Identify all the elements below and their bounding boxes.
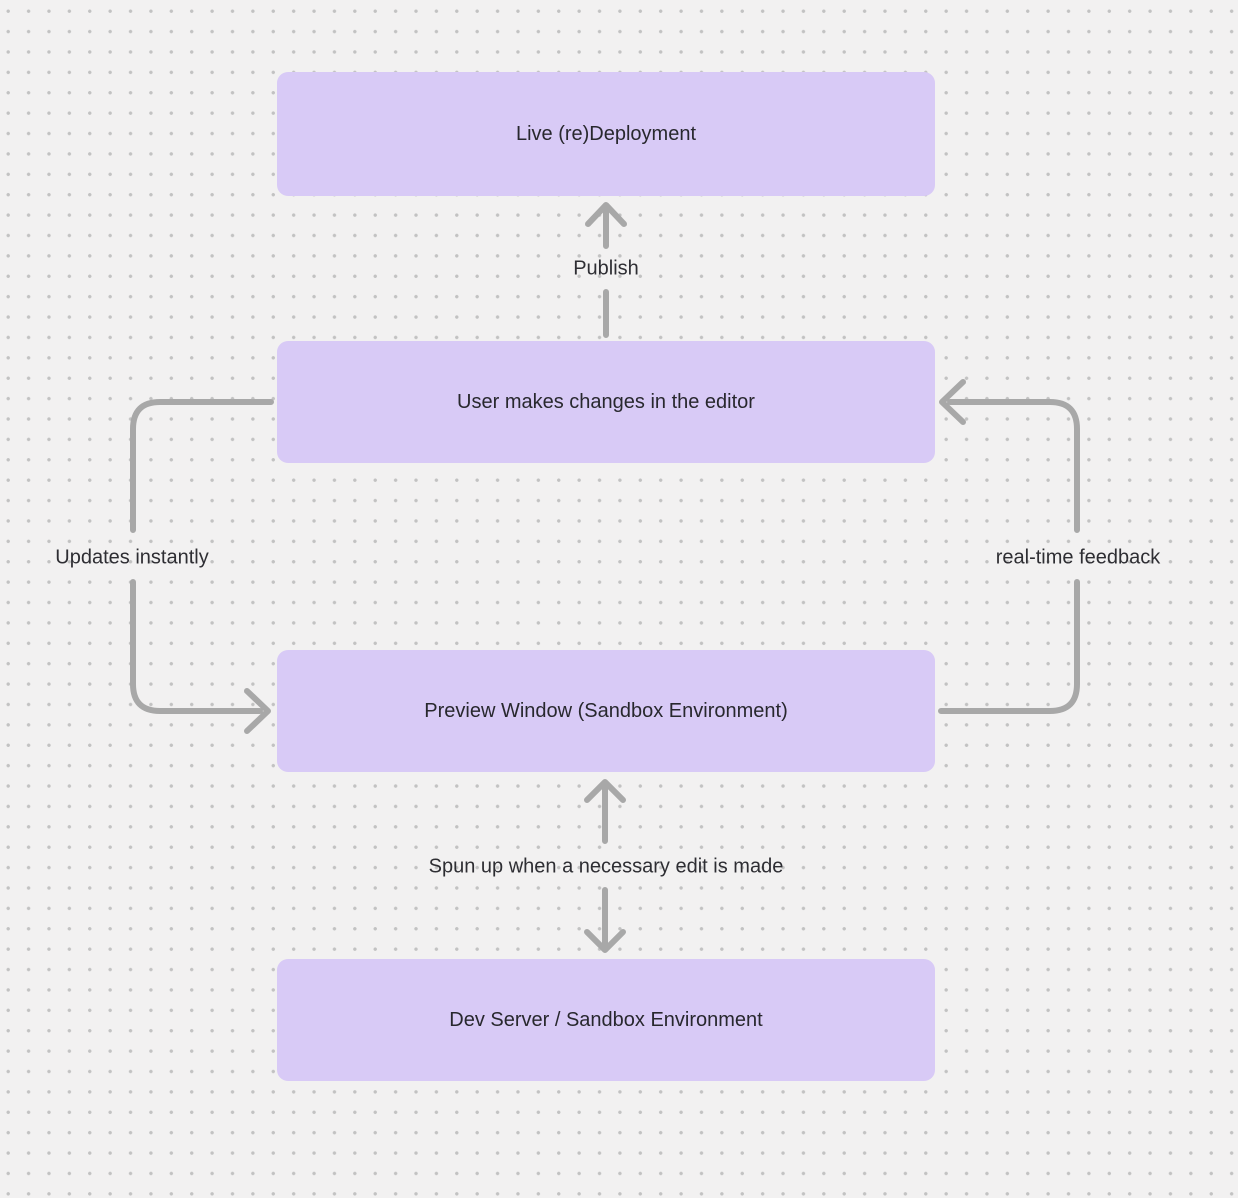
arrow-updates-instantly[interactable]	[130, 399, 274, 734]
node-label: Preview Window (Sandbox Environment)	[424, 699, 788, 722]
arrow-up-head-icon	[585, 202, 627, 227]
arrow-left-head-icon	[939, 379, 966, 425]
node-user-editor[interactable]: User makes changes in the editor	[277, 341, 935, 463]
edge-label-real-time-feedback: real-time feedback	[995, 546, 1161, 569]
edge-label-spun-up: Spun up when a necessary edit is made	[428, 855, 784, 878]
edge-label-publish: Publish	[573, 257, 639, 280]
node-dev-server[interactable]: Dev Server / Sandbox Environment	[277, 959, 935, 1081]
node-label: Dev Server / Sandbox Environment	[449, 1008, 763, 1031]
arrow-right-head-icon	[244, 688, 271, 734]
node-label: User makes changes in the editor	[457, 390, 755, 413]
arrow-real-time-feedback[interactable]	[938, 379, 1080, 714]
node-preview-window[interactable]: Preview Window (Sandbox Environment)	[277, 650, 935, 772]
edge-label-updates-instantly: Updates instantly	[55, 546, 209, 569]
arrow-spun-up[interactable]	[584, 779, 626, 953]
node-label: Live (re)Deployment	[515, 122, 697, 145]
arrow-publish[interactable]	[585, 202, 627, 338]
node-live-redeployment[interactable]: Live (re)Deployment	[277, 72, 935, 196]
arrow-up-head-icon	[584, 779, 626, 803]
arrow-down-head-icon	[584, 929, 626, 953]
